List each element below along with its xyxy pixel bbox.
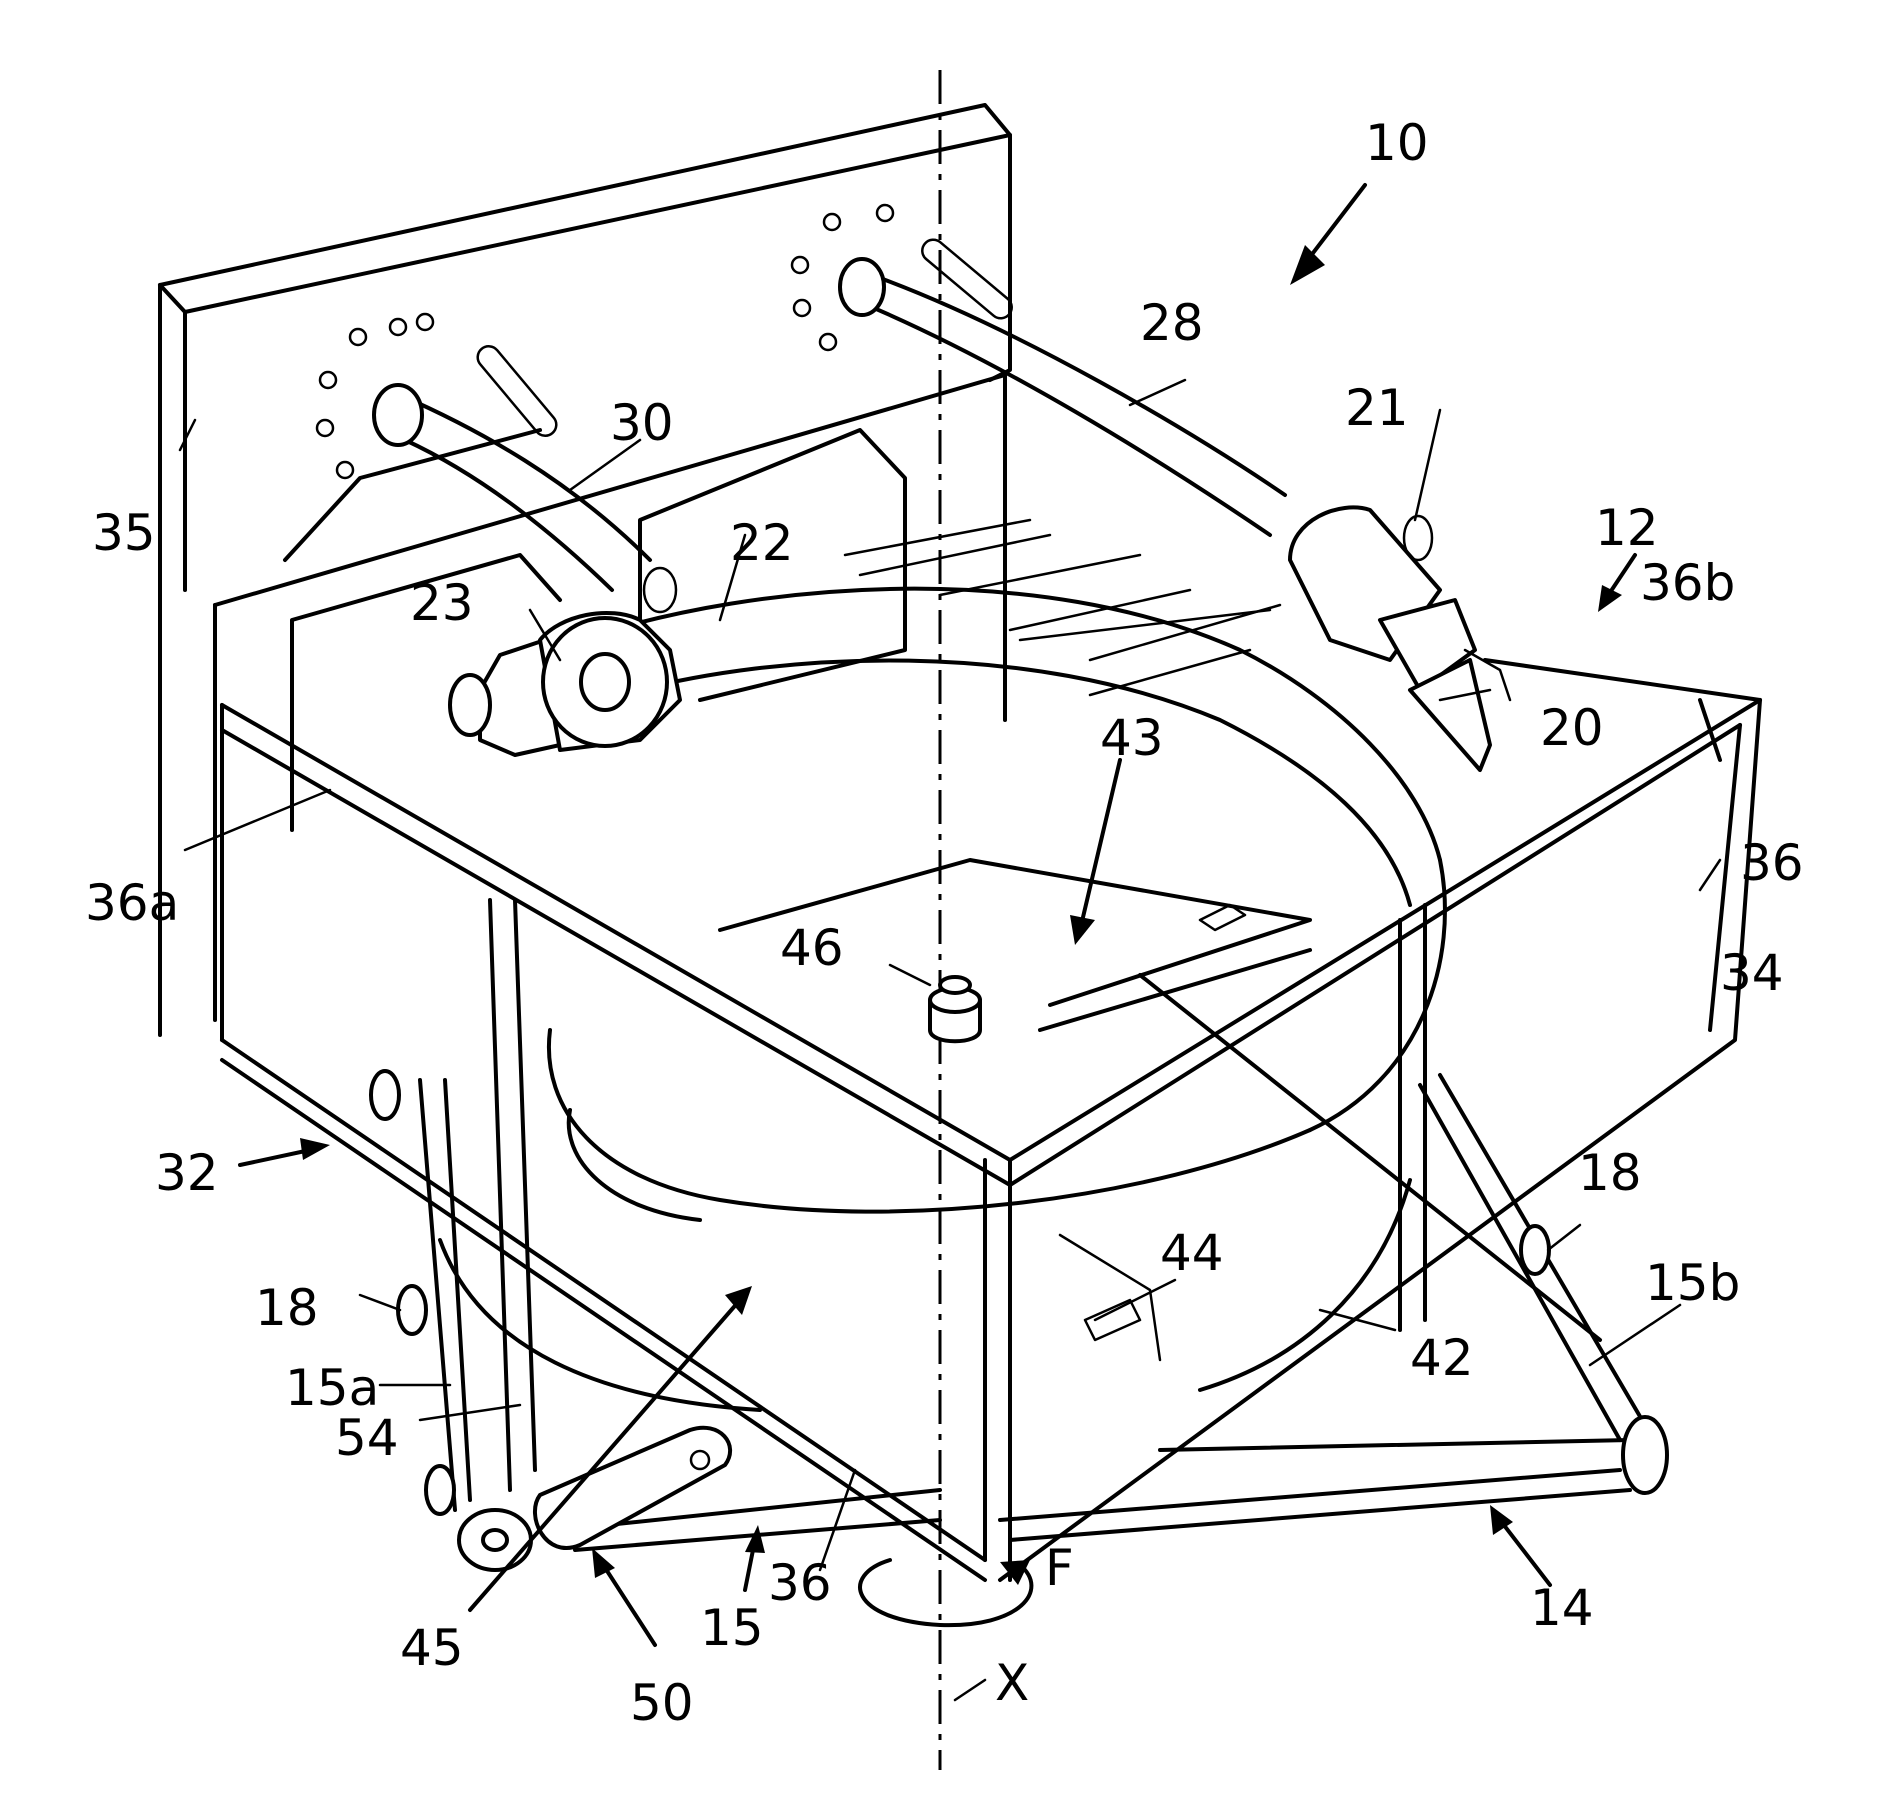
label-x: X: [995, 1654, 1029, 1712]
torus-ring-22: [549, 589, 1445, 1220]
label-45: 45: [400, 1619, 464, 1677]
label-18-left: 18: [255, 1279, 319, 1337]
label-36a: 36a: [85, 874, 179, 932]
motor-23: [450, 613, 680, 755]
label-28: 28: [1140, 294, 1204, 352]
label-15b: 15b: [1645, 1254, 1740, 1312]
label-20: 20: [1540, 699, 1604, 757]
label-42: 42: [1410, 1329, 1474, 1387]
label-32: 32: [155, 1144, 219, 1202]
label-18-right: 18: [1578, 1144, 1642, 1202]
label-14: 14: [1530, 1579, 1594, 1637]
label-23: 23: [410, 574, 474, 632]
top-grid-rods: [845, 520, 1280, 695]
label-54: 54: [335, 1409, 399, 1467]
label-30: 30: [610, 394, 674, 452]
label-46: 46: [780, 919, 844, 977]
rotation-arrow-f: [860, 1560, 1031, 1625]
reference-labels: 10 28 30 35 21 12 22 23 36b 20 43 36 36a…: [85, 114, 1804, 1732]
label-f: F: [1045, 1539, 1074, 1597]
label-10: 10: [1365, 114, 1429, 172]
label-43: 43: [1100, 709, 1164, 767]
label-36-bottom: 36: [768, 1554, 832, 1612]
label-35: 35: [92, 504, 156, 562]
label-34: 34: [1720, 944, 1784, 1002]
label-12: 12: [1595, 499, 1659, 557]
label-36-right: 36: [1740, 834, 1804, 892]
label-22: 22: [730, 514, 794, 572]
label-50: 50: [630, 1674, 694, 1732]
label-21: 21: [1345, 379, 1409, 437]
label-15: 15: [700, 1599, 764, 1657]
label-44: 44: [1160, 1224, 1224, 1282]
nozzle-21: [1290, 507, 1510, 770]
base-frame-14: [371, 1071, 1667, 1550]
bowl-42: [440, 1180, 1410, 1410]
label-36b: 36b: [1640, 554, 1735, 612]
